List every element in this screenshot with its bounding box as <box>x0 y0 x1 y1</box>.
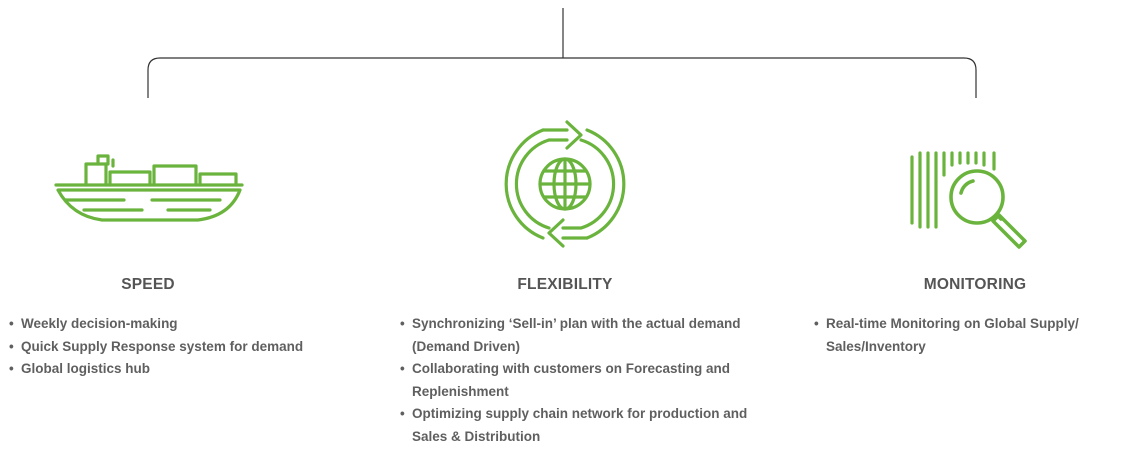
list-item: Weekly decision-making <box>9 313 369 336</box>
barcode-magnifier-icon <box>910 151 1027 249</box>
list-item: Synchronizing ‘Sell-in’ plan with the ac… <box>400 313 765 358</box>
list-item: Real-time Monitoring on Global Supply/ S… <box>814 313 1114 358</box>
globe-cycle-icon <box>504 120 626 248</box>
tree-connector <box>147 8 977 98</box>
list-item: Optimizing supply chain network for prod… <box>400 403 765 448</box>
list-item: Quick Supply Response system for demand <box>9 336 369 359</box>
monitoring-bullet-list: Real-time Monitoring on Global Supply/ S… <box>814 313 1114 358</box>
list-item: Global logistics hub <box>9 358 369 381</box>
connector-bracket <box>147 57 977 98</box>
speed-bullet-list: Weekly decision-making Quick Supply Resp… <box>9 313 369 381</box>
column-title-speed: SPEED <box>121 276 175 293</box>
cargo-ship-icon <box>54 154 244 222</box>
column-title-monitoring: MONITORING <box>923 276 1027 293</box>
list-item: Collaborating with customers on Forecast… <box>400 358 765 403</box>
column-title-flexibility: FLEXIBILITY <box>517 276 613 293</box>
flexibility-bullet-list: Synchronizing ‘Sell-in’ plan with the ac… <box>400 313 765 448</box>
